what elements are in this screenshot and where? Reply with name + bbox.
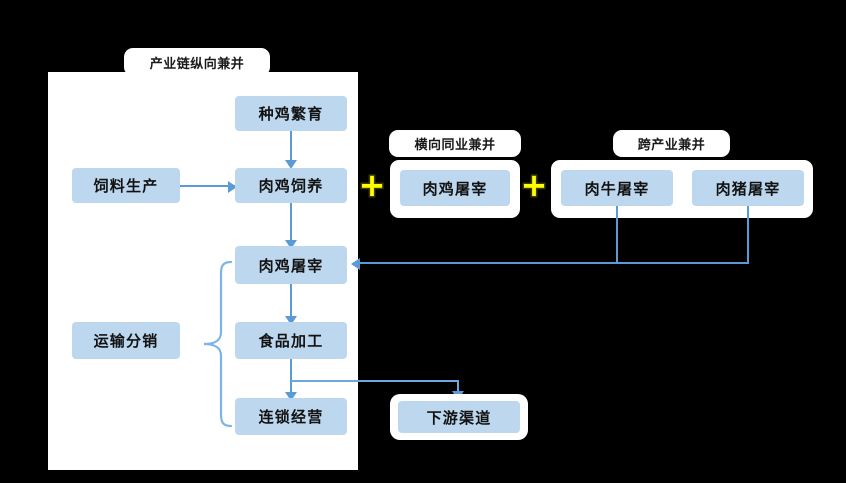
node-transport-distribution[interactable]: 运输分销 bbox=[72, 322, 180, 359]
connector-downstream-drop bbox=[457, 380, 459, 396]
node-beef-slaughter[interactable]: 肉牛屠宰 bbox=[561, 170, 673, 206]
node-transport-distribution-label: 运输分销 bbox=[93, 332, 159, 350]
connector-feedback-bus bbox=[357, 262, 749, 264]
node-chicken-slaughter-horizontal-label: 肉鸡屠宰 bbox=[422, 179, 488, 198]
arrowhead-feed-to-raising bbox=[228, 181, 237, 193]
brace-icon bbox=[203, 260, 233, 428]
arrowhead-slaughter-to-processing bbox=[285, 316, 297, 325]
node-breeding[interactable]: 种鸡繁育 bbox=[235, 96, 347, 131]
caption-horizontal-merger-label: 横向同业兼并 bbox=[414, 138, 496, 153]
node-beef-slaughter-label: 肉牛屠宰 bbox=[584, 179, 650, 198]
node-chicken-slaughter-main[interactable]: 肉鸡屠宰 bbox=[235, 246, 347, 284]
node-chicken-slaughter-main-label: 肉鸡屠宰 bbox=[258, 256, 324, 275]
node-breeding-label: 种鸡繁育 bbox=[258, 105, 324, 123]
node-feed-production[interactable]: 饲料生产 bbox=[72, 168, 180, 203]
caption-vertical-integration: 产业链纵向兼并 bbox=[124, 48, 270, 76]
connector-raising-to-slaughter bbox=[290, 203, 292, 246]
connector-feed-to-raising bbox=[179, 185, 235, 187]
distribution-brace bbox=[200, 258, 234, 430]
node-pork-slaughter-label: 肉猪屠宰 bbox=[715, 179, 781, 198]
node-chicken-slaughter-horizontal[interactable]: 肉鸡屠宰 bbox=[400, 170, 510, 206]
node-pork-slaughter[interactable]: 肉猪屠宰 bbox=[692, 170, 804, 206]
plus-operator-1: + bbox=[358, 166, 386, 204]
arrowhead-feedback-to-slaughter bbox=[351, 258, 360, 270]
connector-beef-drop bbox=[616, 206, 618, 263]
node-broiler-raising[interactable]: 肉鸡饲养 bbox=[235, 168, 347, 203]
caption-horizontal-merger: 横向同业兼并 bbox=[389, 130, 521, 157]
connector-processing-to-chain bbox=[290, 358, 292, 399]
node-food-processing[interactable]: 食品加工 bbox=[235, 322, 347, 359]
node-downstream-channel[interactable]: 下游渠道 bbox=[398, 401, 520, 433]
node-broiler-raising-label: 肉鸡饲养 bbox=[258, 177, 324, 195]
caption-vertical-integration-label: 产业链纵向兼并 bbox=[149, 56, 245, 72]
connector-pork-drop bbox=[747, 206, 749, 263]
connector-slaughter-to-processing bbox=[290, 283, 292, 323]
plus-operator-2-glyph: + bbox=[520, 166, 548, 204]
arrowhead-raising-to-slaughter bbox=[285, 240, 297, 249]
node-downstream-channel-label: 下游渠道 bbox=[426, 408, 492, 427]
plus-operator-2: + bbox=[520, 166, 548, 204]
connector-branch-to-downstream bbox=[291, 380, 459, 382]
arrowhead-processing-to-chain bbox=[285, 392, 297, 401]
connector-breeding-to-raising bbox=[290, 123, 292, 166]
node-food-processing-label: 食品加工 bbox=[258, 332, 324, 350]
node-chain-operation[interactable]: 连锁经营 bbox=[235, 398, 347, 435]
node-chain-operation-label: 连锁经营 bbox=[258, 408, 324, 426]
plus-operator-1-glyph: + bbox=[358, 166, 386, 204]
node-feed-production-label: 饲料生产 bbox=[93, 177, 159, 195]
caption-cross-industry-label: 跨产业兼并 bbox=[637, 138, 706, 153]
caption-cross-industry: 跨产业兼并 bbox=[613, 130, 730, 157]
arrowhead-breeding-to-raising bbox=[285, 160, 297, 169]
